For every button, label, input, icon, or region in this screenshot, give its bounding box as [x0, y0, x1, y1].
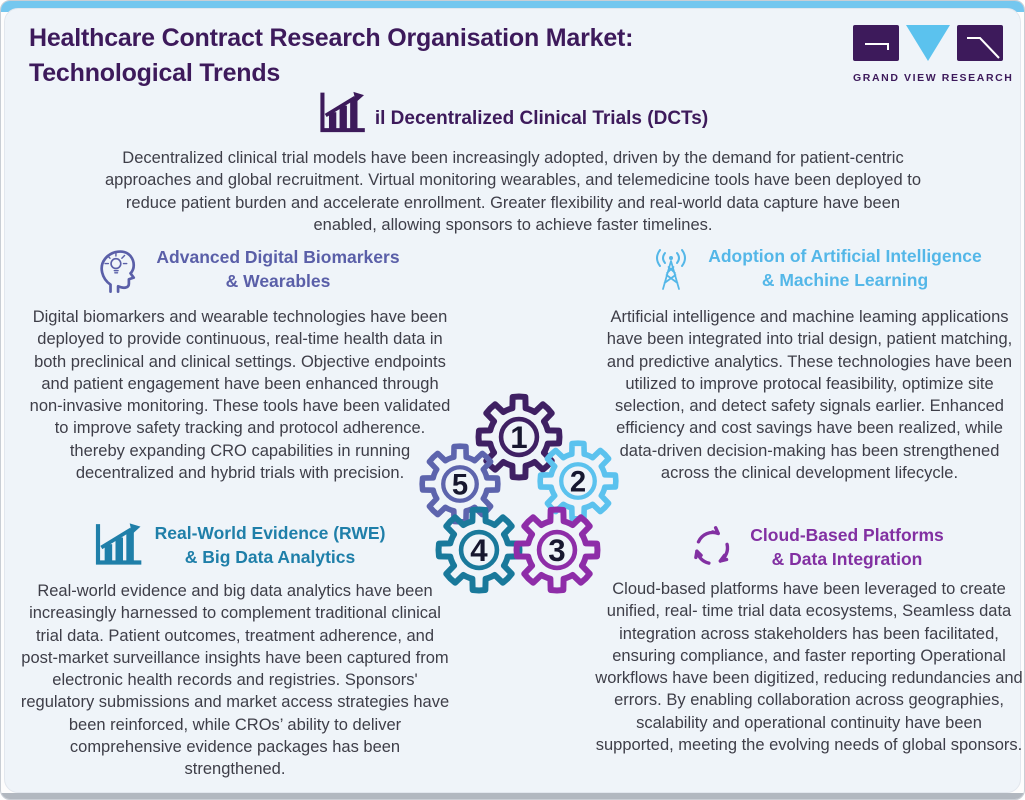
grand-view-research-logo: GRAND VIEW RESEARCH	[853, 25, 1014, 84]
dct-heading-text: il Decentralized Clinical Trials (DCTs)	[374, 108, 709, 129]
cloud-paragraph: Cloud-based platforms have been leverage…	[595, 580, 1023, 755]
head-lightbulb-icon	[90, 242, 144, 296]
biomarkers-section-heading: Advanced Digital Biomarkers & Wearables	[59, 242, 431, 296]
gear-3-icon: 3	[511, 504, 603, 596]
top-accent-bar	[1, 1, 1024, 12]
gear-1-number: 1	[510, 420, 527, 455]
dct-section-heading: il Decentralized Clinical Trials (DCTs)	[1, 91, 1024, 135]
cloud-section-heading: Cloud-Based Platforms & Data Integration	[629, 521, 1001, 573]
ai-section-heading: Adoption of Artificial Intelligence & Ma…	[623, 242, 1005, 294]
page-title-line1: Healthcare Contract Research Organisatio…	[29, 24, 634, 52]
trend-chart-icon	[317, 91, 367, 135]
page-title: Healthcare Contract Research Organisatio…	[29, 21, 633, 91]
ai-heading-text: Adoption of Artificial Intelligence & Ma…	[708, 246, 982, 290]
gear-4-icon: 4	[433, 504, 525, 596]
radio-tower-icon	[646, 242, 696, 294]
rwe-section-heading: Real-World Evidence (RWE) & Big Data Ana…	[53, 521, 425, 569]
gear-4-number: 4	[470, 533, 488, 568]
biomarkers-paragraph: Digital biomarkers and wearable technolo…	[29, 308, 451, 483]
logo-wordmark: GRAND VIEW RESEARCH	[853, 72, 1014, 84]
cloud-heading-text: Cloud-Based Platforms & Data Integration	[750, 525, 944, 569]
gears-cluster: 1 2 5 4 3	[411, 389, 627, 603]
dct-paragraph: Decentralized clinical trial models have…	[104, 149, 922, 234]
gear-2-number: 2	[570, 466, 586, 498]
rwe-heading-text: Real-World Evidence (RWE) & Big Data Ana…	[154, 523, 386, 567]
gear-3-number: 3	[548, 533, 565, 568]
biomarkers-heading-text: Advanced Digital Biomarkers & Wearables	[156, 247, 400, 291]
page-title-line2: Technological Trends	[29, 59, 281, 87]
cycle-arrows-icon	[686, 521, 738, 573]
gear-2-icon: 2	[535, 438, 621, 524]
ai-paragraph: Artificial intelligence and machine leam…	[606, 308, 1013, 483]
gear-5-icon: 5	[417, 441, 503, 527]
gear-5-number: 5	[452, 469, 468, 501]
gear-1-icon: 1	[473, 391, 565, 483]
bottom-edge-bar	[1, 793, 1024, 799]
rwe-paragraph: Real-world evidence and big data analyti…	[20, 582, 450, 779]
gvr-logo-icon	[853, 25, 1003, 61]
trend-chart-icon	[93, 522, 143, 568]
